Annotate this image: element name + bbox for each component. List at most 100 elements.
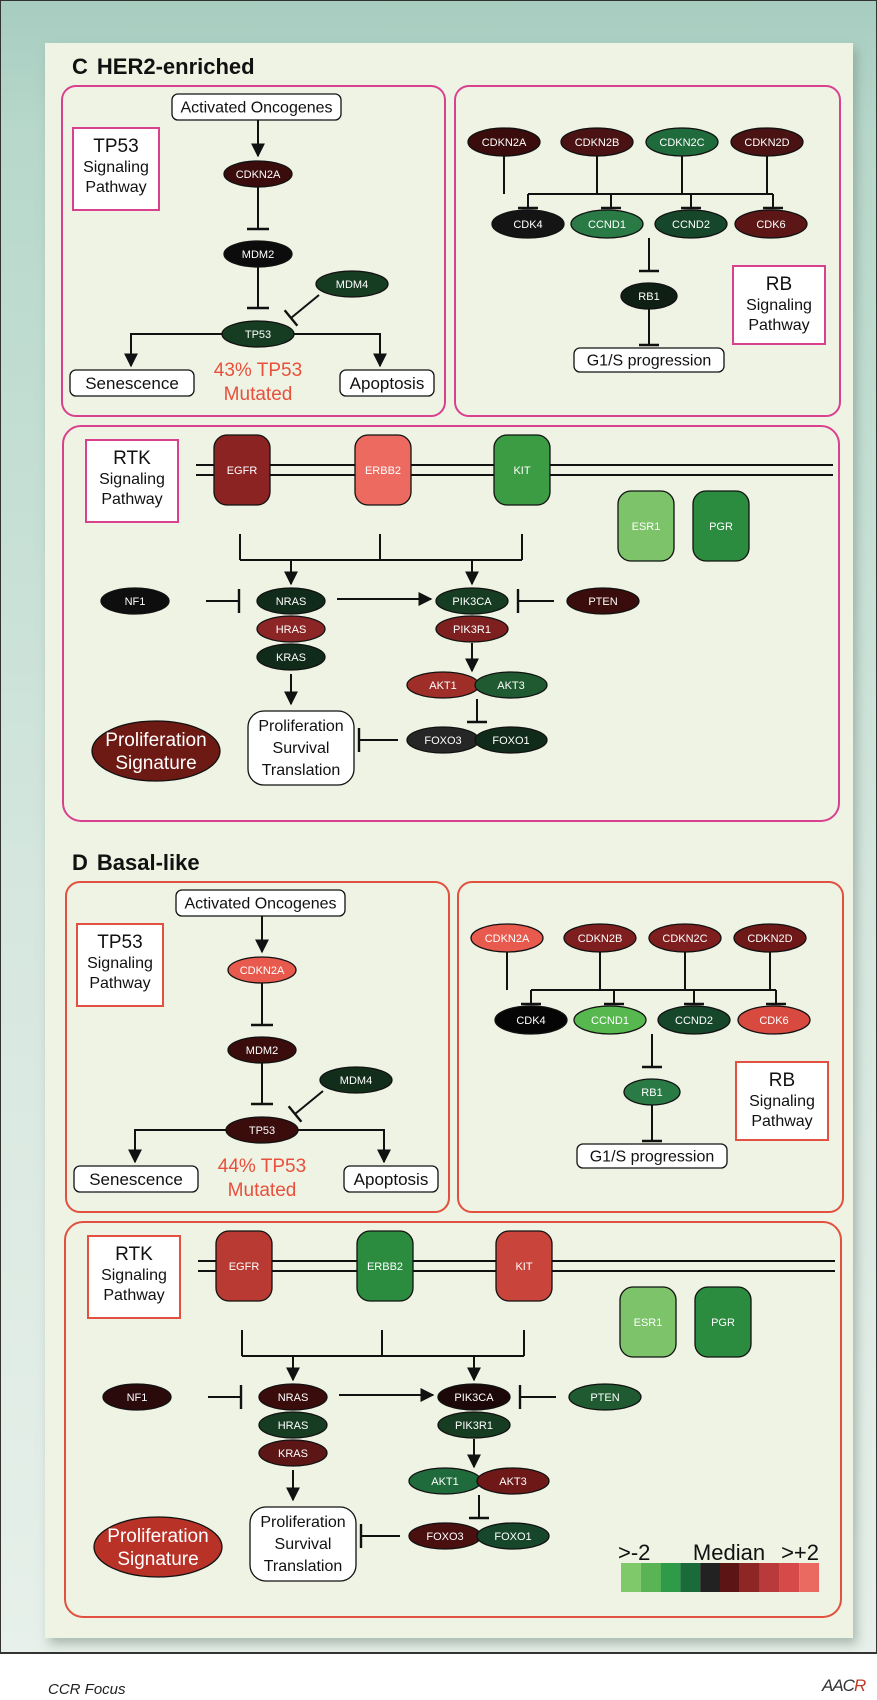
receptor-label: ERBB2 (367, 1261, 403, 1273)
gene-label: CDK4 (513, 219, 542, 231)
gene-node-cdkn2b: CDKN2B (563, 923, 637, 953)
gene-label: NRAS (276, 596, 307, 608)
activated-oncogenes-label: Activated Oncogenes (180, 100, 332, 117)
receptor-erbb2: ERBB2 (356, 1230, 414, 1302)
outcome-line-1: Proliferation (258, 718, 343, 735)
gene-node-hras: HRAS (258, 1411, 328, 1439)
gene-label: HRAS (276, 624, 307, 636)
tp53-pathway: Activated OncogenesTP53SignalingPathwayC… (61, 85, 446, 417)
pathway-sub2: Pathway (103, 1287, 164, 1304)
receptor-box (692, 490, 750, 562)
receptor-erbb2: ERBB2 (354, 434, 412, 506)
legend-swatch (680, 1563, 701, 1592)
gene-label: PIK3CA (452, 596, 492, 608)
title-box-frame (76, 923, 164, 1007)
gene-ellipse (258, 1439, 328, 1467)
g1s-progression: G1/S progression (576, 1143, 728, 1169)
gene-ellipse (256, 643, 326, 671)
gene-node-cdkn2a: CDKN2A (470, 923, 544, 953)
pathway-name: TP53 (93, 136, 138, 157)
gene-label: CDKN2A (485, 933, 530, 945)
legend-high: >+2 (781, 1540, 819, 1565)
gene-ellipse (437, 1383, 511, 1411)
gene-node-cdkn2d: CDKN2D (730, 127, 804, 157)
gene-node-pik3r1: PIK3R1 (435, 615, 509, 643)
gene-label: AKT3 (499, 1476, 527, 1488)
gene-label: PIK3R1 (453, 624, 491, 636)
receptor-box (356, 1230, 414, 1302)
activated-oncogenes-label: Activated Oncogenes (184, 896, 336, 913)
gene-ellipse (737, 1005, 811, 1035)
gene-label: CCND2 (672, 219, 710, 231)
gene-node-akt3: AKT3 (476, 1467, 550, 1495)
gene-node-cdkn2a: CDKN2A (467, 127, 541, 157)
tp53-pathway: Activated OncogenesTP53SignalingPathwayC… (65, 881, 450, 1213)
outcome-line-3: Translation (264, 1558, 343, 1575)
pathway-sub: Signaling (99, 471, 165, 488)
gene-node-cdkn2c: CDKN2C (645, 127, 719, 157)
g1s-progression-label: G1/S progression (587, 353, 712, 370)
gene-node-mdm4: MDM4 (315, 270, 389, 298)
gene-ellipse (476, 1467, 550, 1495)
title-box-frame (85, 439, 179, 523)
gene-node-cdkn2d: CDKN2D (733, 923, 807, 953)
gene-ellipse (256, 615, 326, 643)
section-heading: D Basal-like (72, 850, 200, 875)
receptor-label: PGR (711, 1317, 735, 1329)
section-title: Basal-like (97, 850, 200, 875)
gene-label: CDKN2A (240, 965, 285, 977)
gene-ellipse (437, 1411, 511, 1439)
apoptosis: Apoptosis (339, 369, 435, 397)
receptor-kit: KIT (495, 1230, 553, 1302)
section-letter: D (72, 850, 88, 875)
gene-label: KRAS (276, 652, 306, 664)
gene-label: CDKN2C (659, 137, 704, 149)
inhibition-line (290, 294, 320, 319)
arrow-to-apoptosis (294, 333, 387, 368)
gene-ellipse (435, 587, 509, 615)
journal-name: CCR Focus (48, 1681, 126, 1698)
apoptosis: Apoptosis (343, 1165, 439, 1193)
activated-oncogenes-box (171, 93, 342, 121)
gene-ellipse (315, 270, 389, 298)
arrow-to-senescence (124, 333, 222, 368)
inhibition-bar (283, 309, 299, 327)
activated-oncogenes: Activated Oncogenes (175, 889, 346, 917)
gene-ellipse (435, 615, 509, 643)
legend-swatch (759, 1563, 780, 1592)
legend-median: Median (693, 1540, 765, 1565)
receptor-box (694, 1286, 752, 1358)
senescence: Senescence (73, 1165, 199, 1193)
gene-node-nras: NRAS (256, 587, 326, 615)
receptor-egfr: EGFR (213, 434, 271, 506)
gene-ellipse (570, 209, 644, 239)
outcome-line-3: Translation (262, 762, 341, 779)
receptor-label: EGFR (229, 1261, 260, 1273)
signature-line-2: Signature (117, 1549, 198, 1570)
gene-ellipse (258, 1383, 328, 1411)
receptor-box (617, 490, 675, 562)
gene-node-cdkn2b: CDKN2B (560, 127, 634, 157)
title-box-frame (72, 127, 160, 211)
gene-node-cdkn2c: CDKN2C (648, 923, 722, 953)
gene-label: RB1 (641, 1087, 662, 1099)
pathway-sub2: Pathway (751, 1113, 812, 1130)
legend-swatch (779, 1563, 800, 1592)
gene-node-tp53: TP53 (221, 320, 295, 348)
gene-node-cdk6: CDK6 (734, 209, 808, 239)
gene-node-nras: NRAS (258, 1383, 328, 1411)
gene-ellipse (319, 1066, 393, 1094)
rb-panel-border (454, 85, 841, 417)
gene-node-akt1: AKT1 (406, 671, 480, 699)
gene-label: CDK6 (759, 1015, 788, 1027)
gene-ellipse (568, 1383, 642, 1411)
